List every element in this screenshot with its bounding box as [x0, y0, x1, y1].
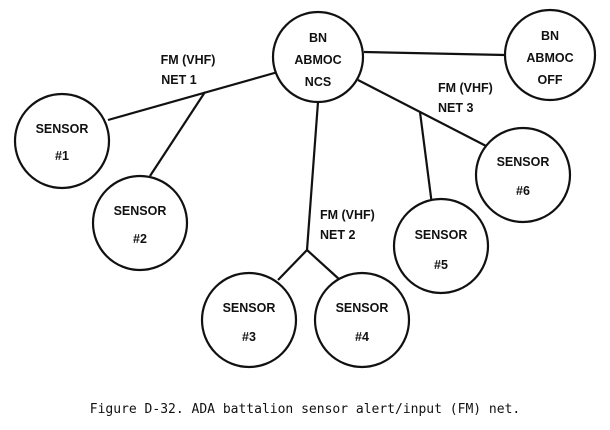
node-label-line: SENSOR — [336, 301, 389, 315]
node-sensor-3: SENSOR #3 — [200, 271, 298, 369]
net-label-line: FM (VHF) — [320, 208, 375, 222]
node-label-line: #5 — [434, 258, 448, 272]
net-label-1: FM (VHF) NET 1 — [161, 53, 216, 87]
node-sensor-2: SENSOR #2 — [91, 174, 189, 272]
node-label-line: BN — [541, 29, 559, 43]
link-net3-sensor5 — [418, 111, 434, 206]
node-sensor-6: SENSOR #6 — [474, 126, 572, 224]
node-circle — [91, 174, 189, 272]
node-label-line: SENSOR — [415, 228, 468, 242]
net-label-3: FM (VHF) NET 3 — [438, 81, 493, 115]
link-ncs-off — [363, 50, 506, 57]
node-label-line: #2 — [133, 232, 147, 246]
node-label-line: SENSOR — [114, 204, 167, 218]
node-label-line: #6 — [516, 184, 530, 198]
link-ncs-net3 — [357, 79, 491, 149]
node-label-line: ABMOC — [526, 51, 573, 65]
net-label-line: FM (VHF) — [161, 53, 216, 67]
node-circle — [271, 10, 365, 104]
figure-caption: Figure D-32. ADA battalion sensor alert/… — [90, 402, 520, 417]
node-label-line: ABMOC — [294, 53, 341, 67]
node-label-line: OFF — [538, 73, 563, 87]
net-label-line: NET 3 — [438, 101, 473, 115]
node-label-line: SENSOR — [36, 122, 89, 136]
node-label-line: BN — [309, 31, 327, 45]
node-circle — [13, 92, 111, 190]
node-circle — [313, 271, 411, 369]
node-sensor-5: SENSOR #5 — [392, 197, 490, 295]
net-label-2: FM (VHF) NET 2 — [320, 208, 375, 242]
node-bn-abmoc-ncs: BN ABMOC NCS — [271, 10, 365, 104]
link-ncs-net2 — [305, 101, 320, 251]
node-sensor-4: SENSOR #4 — [313, 271, 411, 369]
link-net2-sensor4 — [306, 249, 341, 281]
node-label-line: SENSOR — [223, 301, 276, 315]
net-label-line: NET 1 — [161, 73, 196, 87]
connections — [107, 50, 506, 281]
node-label-line: NCS — [305, 75, 331, 89]
node-label-line: #1 — [55, 149, 69, 163]
net-label-line: FM (VHF) — [438, 81, 493, 95]
node-sensor-1: SENSOR #1 — [13, 92, 111, 190]
node-circle — [200, 271, 298, 369]
node-circle — [474, 126, 572, 224]
link-net2-sensor3 — [277, 249, 308, 281]
node-label-line: #4 — [355, 330, 369, 344]
link-net1-sensor2 — [149, 91, 206, 177]
net-label-line: NET 2 — [320, 228, 355, 242]
node-circle — [392, 197, 490, 295]
link-ncs-net1 — [107, 68, 286, 122]
node-circle — [503, 8, 597, 102]
node-label-line: SENSOR — [497, 155, 550, 169]
node-label-line: #3 — [242, 330, 256, 344]
node-bn-abmoc-off: BN ABMOC OFF — [503, 8, 597, 102]
